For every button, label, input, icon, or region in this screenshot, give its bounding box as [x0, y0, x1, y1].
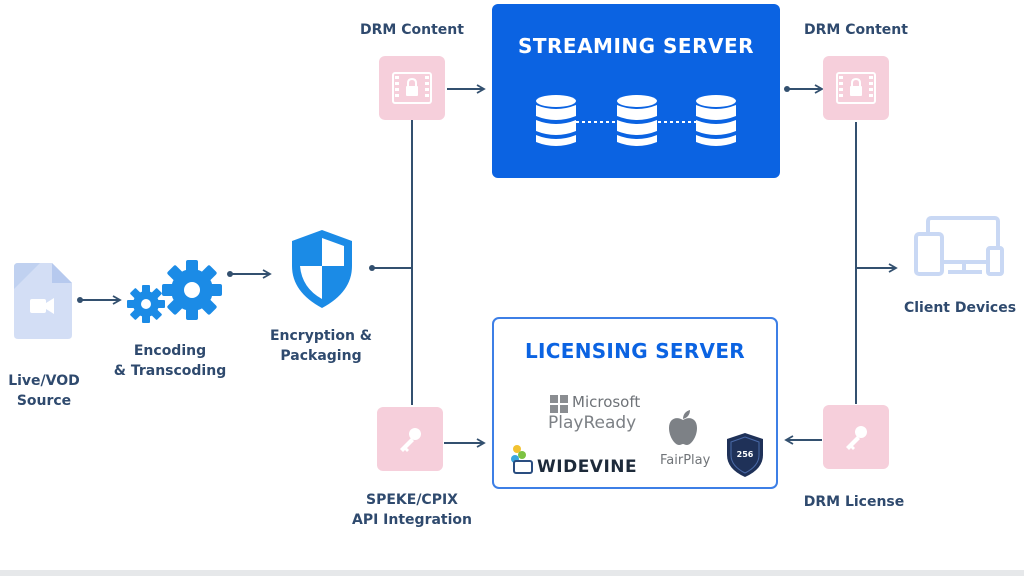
shield-icon	[292, 230, 352, 308]
drm-content-right-tile	[823, 56, 889, 120]
drm-license-label: DRM License	[803, 494, 905, 510]
fairplay-logo-text: FairPlay	[660, 453, 711, 468]
licensing-server-box: LICENSING SERVER Microsoft PlayReady WID…	[492, 317, 778, 489]
widevine-logo-text: WIDEVINE	[537, 457, 638, 477]
drm-content-left-tile	[379, 56, 445, 120]
key-icon	[400, 428, 421, 452]
microsoft-logo-text: Microsoft	[572, 393, 641, 411]
widevine-logo-icon	[511, 445, 533, 474]
microsoft-logo-icon	[550, 395, 568, 413]
speke-label: SPEKE/CPIX API Integration	[352, 492, 472, 528]
database-icon	[536, 95, 576, 146]
streaming-server-box: STREAMING SERVER	[492, 4, 780, 178]
drm-license-tile	[823, 405, 889, 469]
encryption-label: Encryption & Packaging	[269, 328, 373, 364]
database-icons	[536, 95, 736, 146]
devices-icon	[914, 216, 1004, 276]
encoding-label: Encoding & Transcoding	[113, 343, 227, 379]
gears-icon	[127, 260, 222, 323]
locked-film-icon	[392, 72, 432, 104]
drm-content-right-label: DRM Content	[804, 22, 908, 38]
key-icon	[846, 426, 867, 450]
client-devices-label: Client Devices	[903, 300, 1017, 316]
drm-content-left-label: DRM Content	[360, 22, 464, 38]
apple-logo-icon	[669, 410, 697, 445]
video-file-icon	[14, 263, 72, 339]
speke-tile	[377, 407, 443, 471]
bottom-strip	[0, 570, 1024, 576]
locked-film-icon	[836, 72, 876, 104]
aes-badge-text: 256	[736, 450, 754, 459]
streaming-server-title: STREAMING SERVER	[517, 34, 755, 58]
source-label: Live/VOD Source	[8, 373, 80, 409]
licensing-server-title: LICENSING SERVER	[524, 339, 746, 363]
aes-shield-badge-icon	[727, 433, 763, 477]
playready-logo-text: PlayReady	[548, 413, 637, 433]
